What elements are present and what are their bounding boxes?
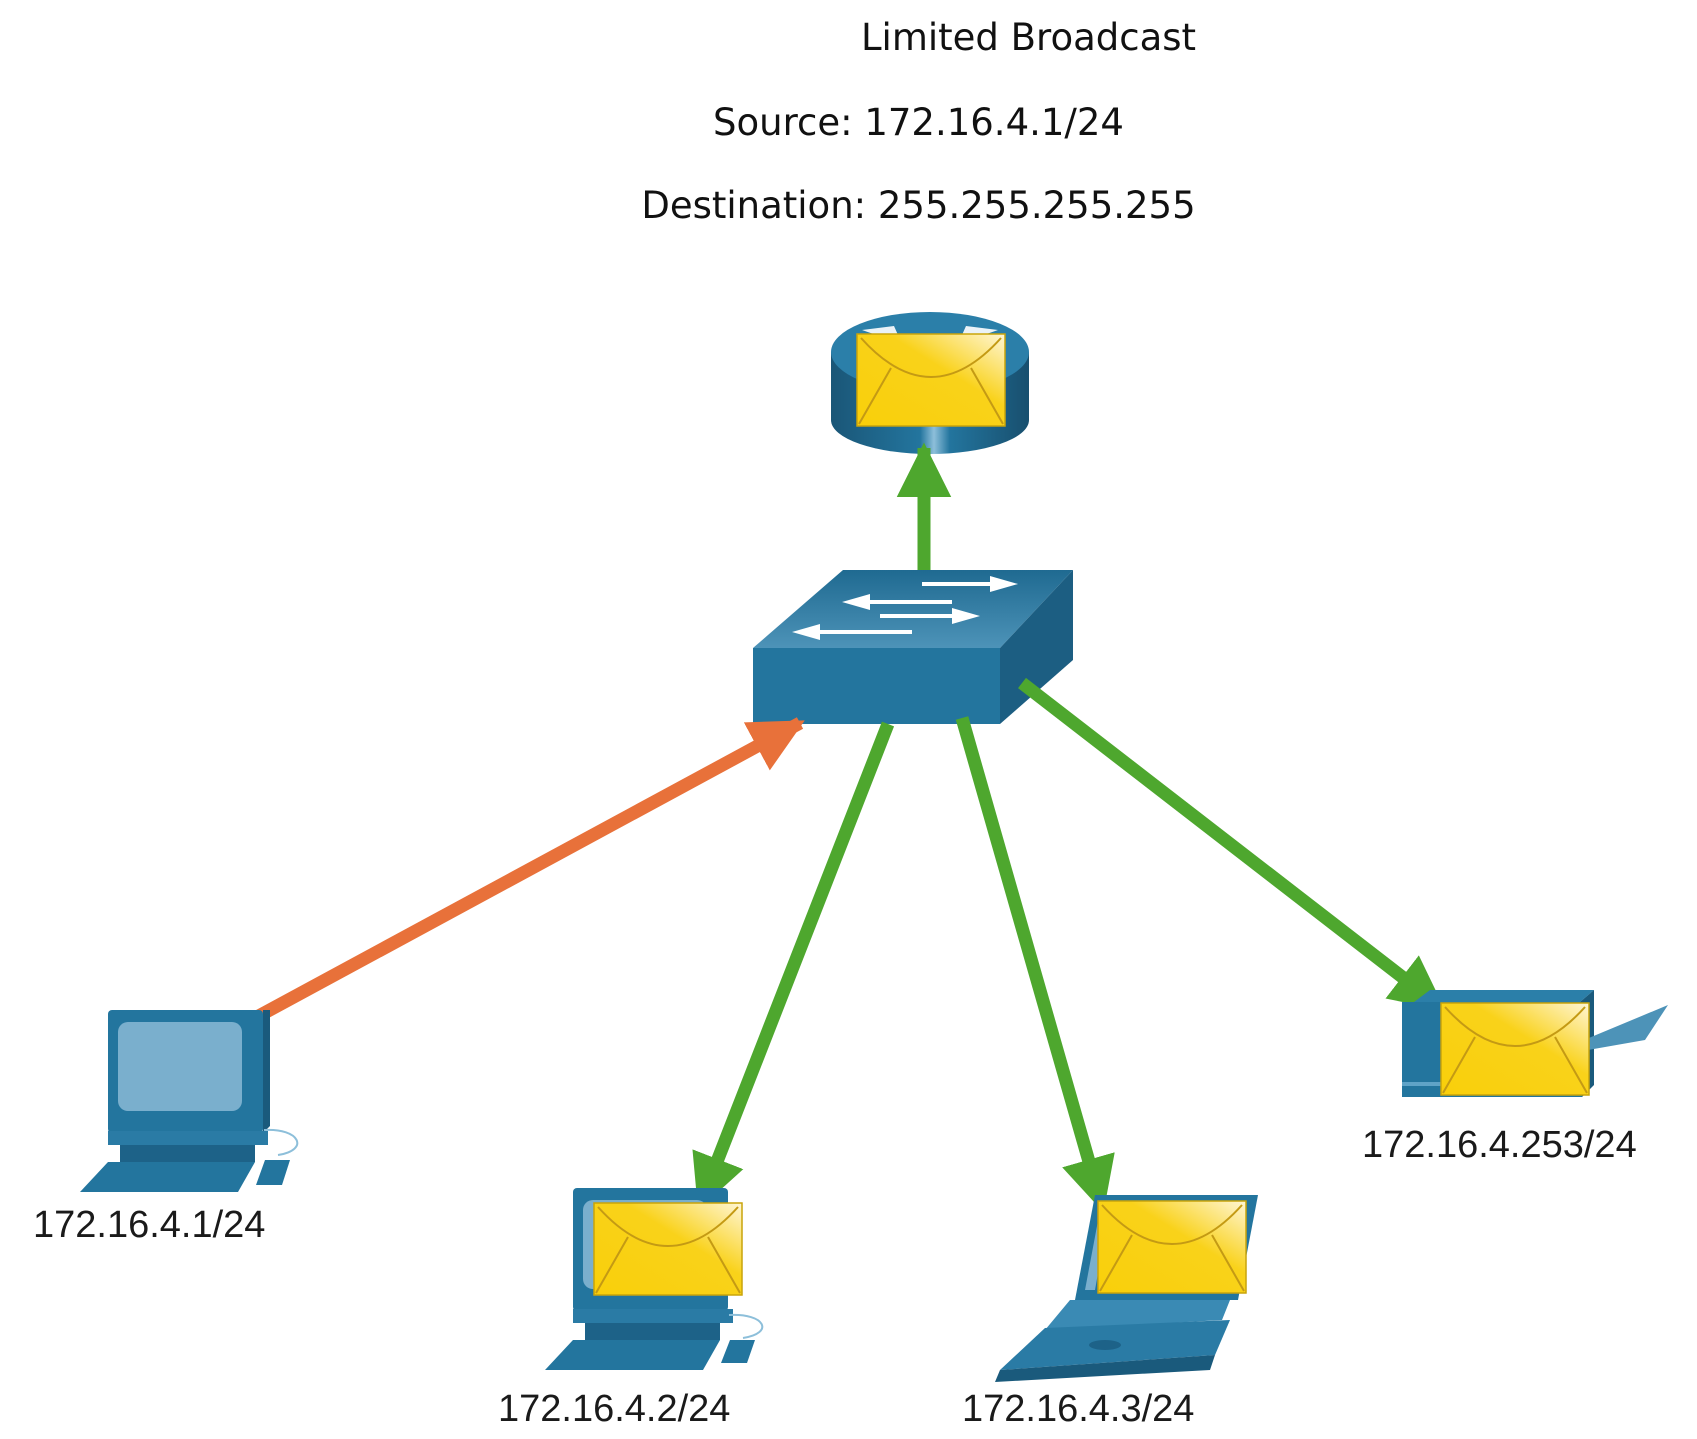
link-switch-to-pc2: [692, 721, 895, 1211]
packet-envelope-icon: [1097, 1200, 1247, 1294]
link-switch-to-laptop: [955, 716, 1115, 1213]
laptop-icon[interactable]: [995, 1195, 1258, 1382]
packet-envelope-icon: [856, 333, 1006, 427]
link-pc1-to-switch: [251, 717, 805, 1024]
link-switch-to-printer: [1018, 677, 1446, 1013]
diagram-title: Limited Broadcast: [860, 16, 1197, 59]
laptop-address-label: 172.16.4.3/24: [962, 1388, 1195, 1430]
pc-icon[interactable]: [545, 1188, 764, 1370]
printer-icon[interactable]: [1402, 990, 1668, 1097]
pc1-address-label: 172.16.4.1/24: [33, 1204, 266, 1246]
pc2-address-label: 172.16.4.2/24: [498, 1388, 731, 1430]
switch-arrows-icon: [792, 576, 1018, 640]
source-address: Source: 172.16.4.1/24: [713, 101, 1124, 144]
switch-icon[interactable]: [753, 570, 1073, 724]
router-icon[interactable]: [831, 312, 1029, 454]
packet-envelope-icon: [1440, 1002, 1590, 1096]
pc-icon[interactable]: [80, 1010, 299, 1192]
packet-envelope-icon: [593, 1202, 743, 1296]
destination-address: Destination: 255.255.255.255: [641, 184, 1196, 227]
printer-address-label: 172.16.4.253/24: [1362, 1124, 1637, 1166]
